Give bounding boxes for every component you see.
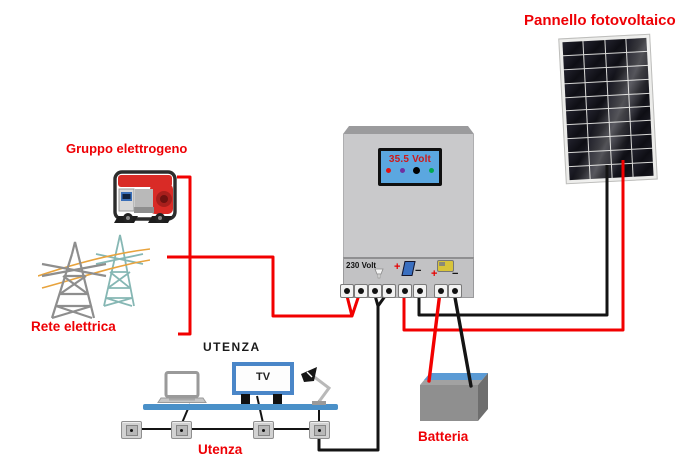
tv-foot-right bbox=[273, 394, 282, 404]
load-caption-label: Utenza bbox=[198, 442, 243, 457]
inverter-display-value: 35.5 Volt bbox=[388, 154, 432, 165]
battery-icon bbox=[437, 260, 454, 272]
indicator-dots bbox=[381, 165, 439, 174]
terminal-ac-in-2 bbox=[354, 284, 368, 298]
generator-label: Gruppo elettrogeno bbox=[66, 141, 188, 156]
tv-graphic: TV bbox=[232, 362, 294, 395]
pv-minus-mark: − bbox=[415, 265, 422, 277]
solar-panel-label: Pannello fotovoltaico bbox=[524, 12, 676, 29]
battery-minus-mark: − bbox=[452, 268, 459, 280]
grid-towers-graphic bbox=[38, 234, 150, 320]
pv-plus-mark: + bbox=[394, 261, 401, 273]
shelf-bar bbox=[143, 404, 338, 410]
battery-plus-mark: + bbox=[431, 268, 438, 280]
generator-graphic bbox=[113, 170, 177, 223]
battery-label: Batteria bbox=[418, 429, 469, 444]
indicator-dot bbox=[386, 168, 391, 173]
battery-positive-wire bbox=[427, 290, 442, 383]
battery-negative-wire bbox=[452, 290, 473, 388]
power-outlet-4 bbox=[309, 421, 330, 439]
tv-foot-left bbox=[241, 394, 250, 404]
terminal-ac-in-1 bbox=[340, 284, 354, 298]
inverter-display: 35.5 Volt bbox=[378, 148, 442, 186]
inverter-top-lid bbox=[343, 126, 474, 134]
indicator-dot bbox=[399, 168, 405, 173]
pv-positive-wire bbox=[402, 160, 625, 332]
ac-input-terminal-wire bbox=[344, 291, 362, 318]
terminal-battery-minus bbox=[448, 284, 462, 298]
lamp-icon bbox=[374, 268, 384, 279]
terminal-ac-out-1 bbox=[368, 284, 382, 298]
power-outlet-1 bbox=[121, 421, 142, 439]
tv-label: TV bbox=[255, 371, 271, 383]
indicator-dot bbox=[428, 168, 434, 173]
power-outlet-3 bbox=[253, 421, 274, 439]
power-outlet-2 bbox=[171, 421, 192, 439]
load-header-label: UTENZA bbox=[203, 340, 261, 354]
pv-negative-wire bbox=[417, 165, 609, 317]
indicator-dot bbox=[413, 167, 421, 174]
ac-output-label: 230 Volt bbox=[346, 261, 377, 270]
terminal-pv-plus bbox=[398, 284, 412, 298]
terminal-ac-out-2 bbox=[382, 284, 396, 298]
terminal-battery-plus bbox=[434, 284, 448, 298]
ac-input-wire bbox=[167, 255, 352, 318]
laptop-graphic bbox=[157, 371, 207, 403]
terminal-pv-minus bbox=[413, 284, 427, 298]
grid-label: Rete elettrica bbox=[31, 319, 116, 334]
desk-lamp-graphic bbox=[301, 367, 332, 405]
